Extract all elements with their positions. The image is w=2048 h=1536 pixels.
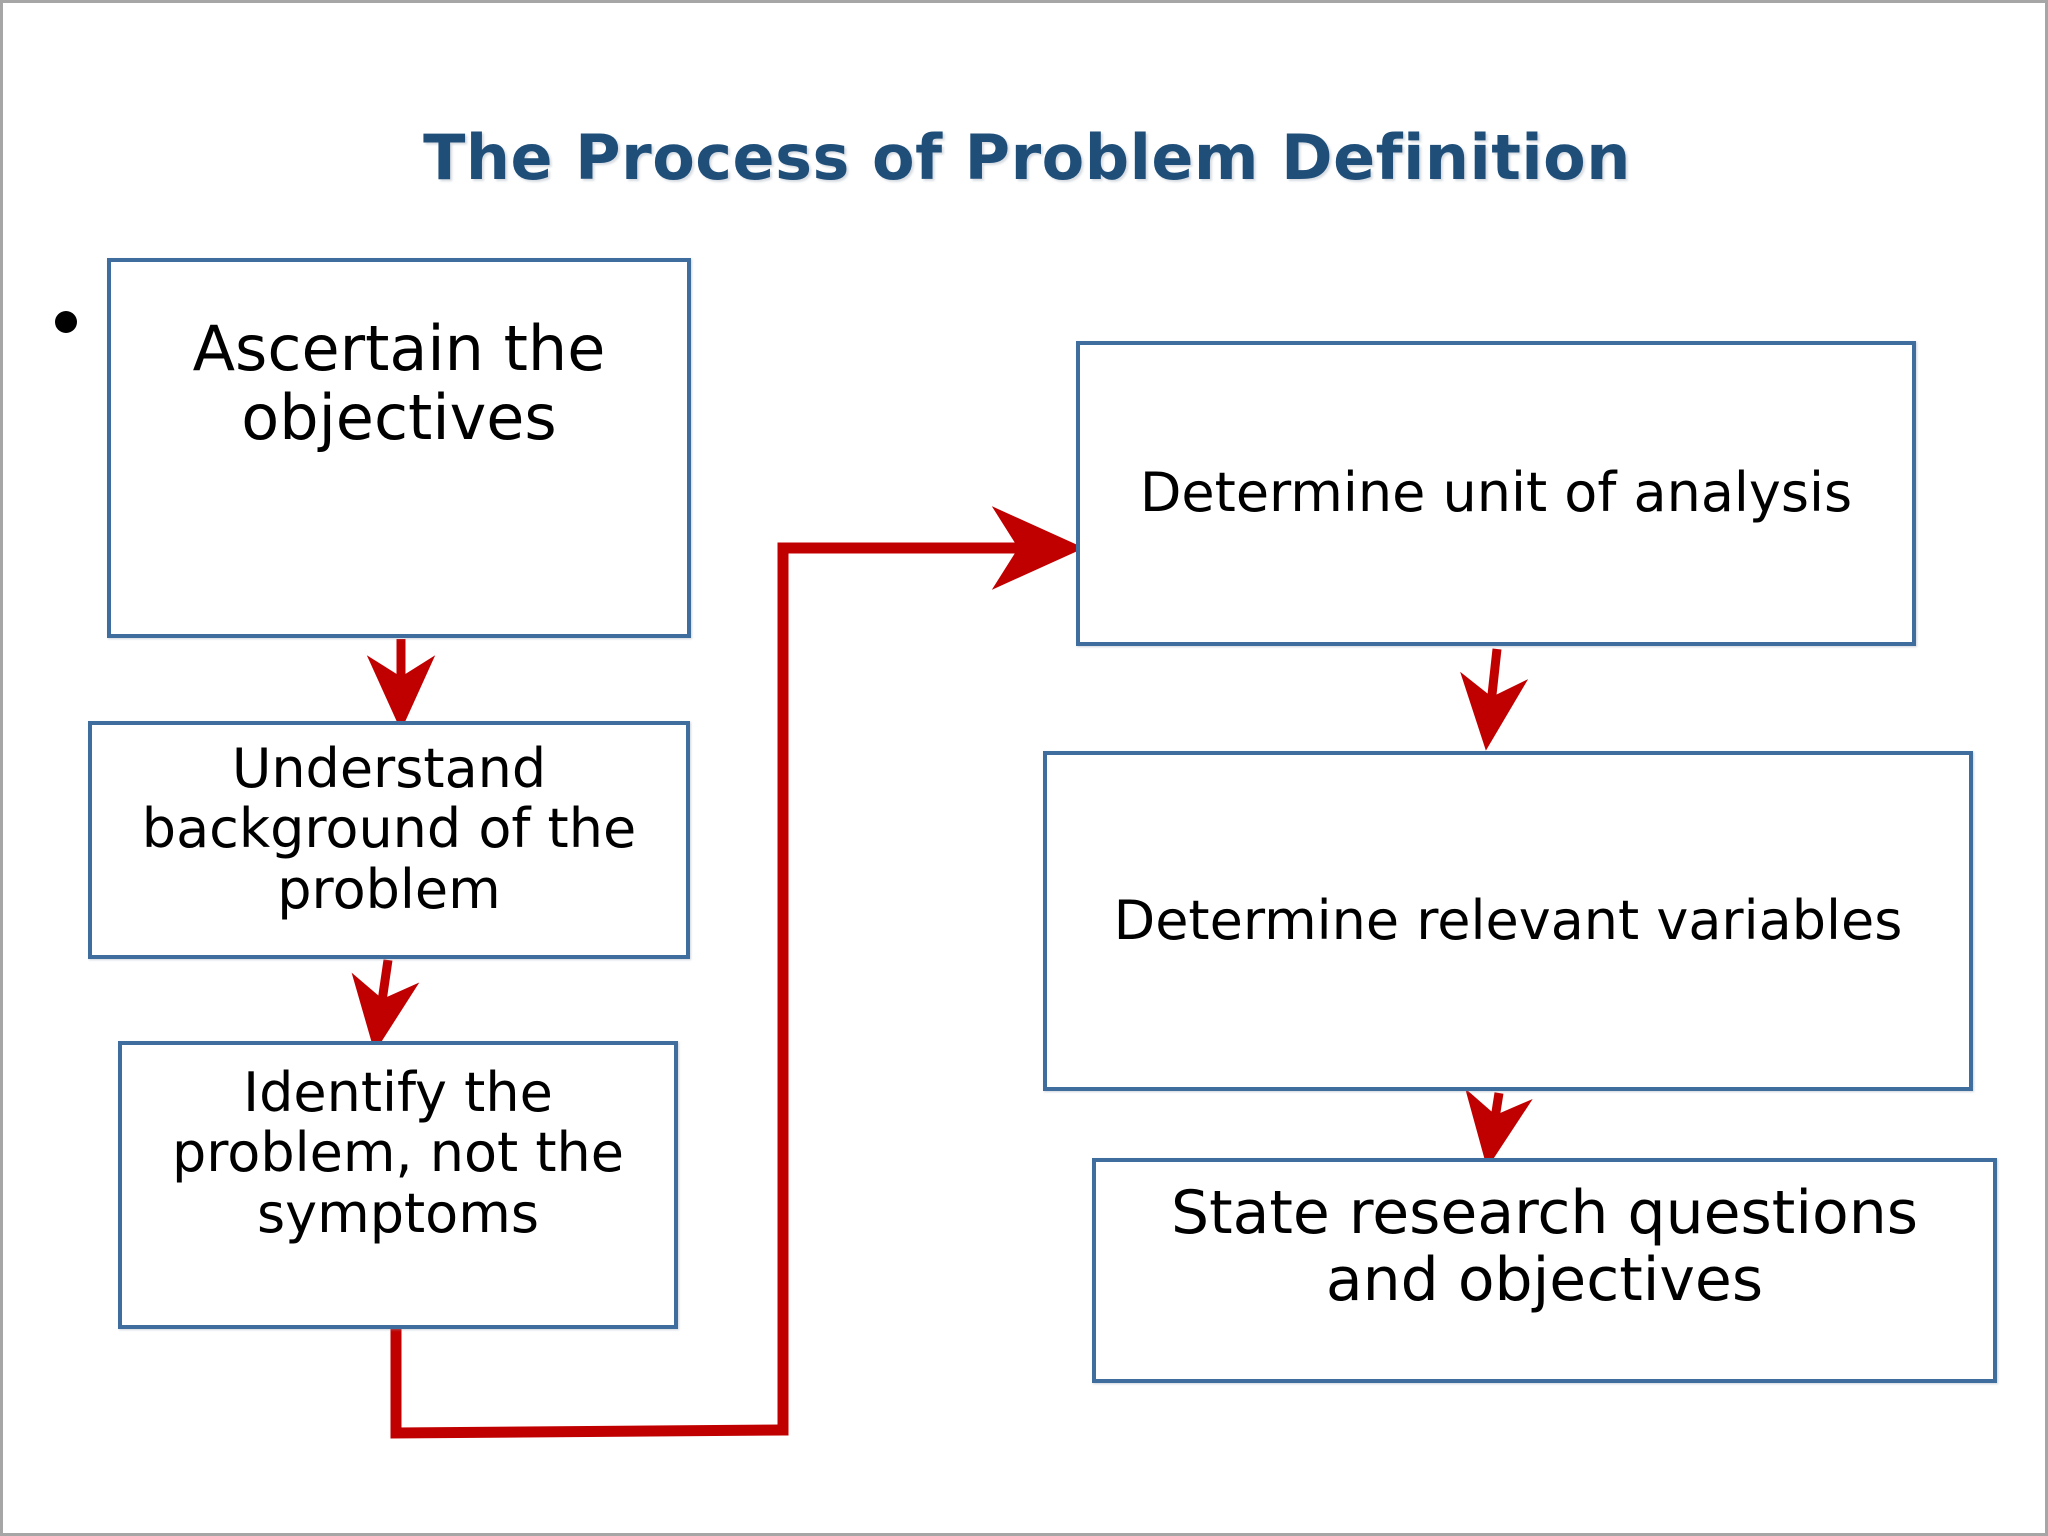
connector-background-to-identify — [351, 959, 420, 1053]
process-box-label: State research questions and objectives — [1170, 1178, 1918, 1316]
connector-variables-to-state — [1465, 1088, 1533, 1169]
process-box-label: Understand background of the problem — [141, 737, 637, 921]
process-box-label: Determine relevant variables — [1113, 888, 1903, 952]
process-box-label: Ascertain the objectives — [192, 312, 606, 455]
process-box-label: Determine unit of analysis — [1139, 461, 1853, 525]
process-box-determine-unit-of-analysis[interactable]: Determine unit of analysis — [1076, 341, 1916, 646]
connector-unit-to-variables — [1460, 648, 1529, 751]
process-box-label: Identify the problem, not the symptoms — [172, 1061, 624, 1245]
process-box-identify-problem[interactable]: Identify the problem, not the symptoms — [118, 1041, 678, 1329]
process-box-state-research-questions[interactable]: State research questions and objectives — [1092, 1158, 1997, 1383]
process-box-understand-background[interactable]: Understand background of the problem — [88, 721, 690, 959]
page-title: The Process of Problem Definition — [423, 121, 1631, 194]
bullet-point-marker — [55, 311, 77, 333]
process-box-determine-relevant-variables[interactable]: Determine relevant variables — [1043, 751, 1973, 1091]
process-box-ascertain-objectives[interactable]: Ascertain the objectives — [107, 258, 691, 638]
